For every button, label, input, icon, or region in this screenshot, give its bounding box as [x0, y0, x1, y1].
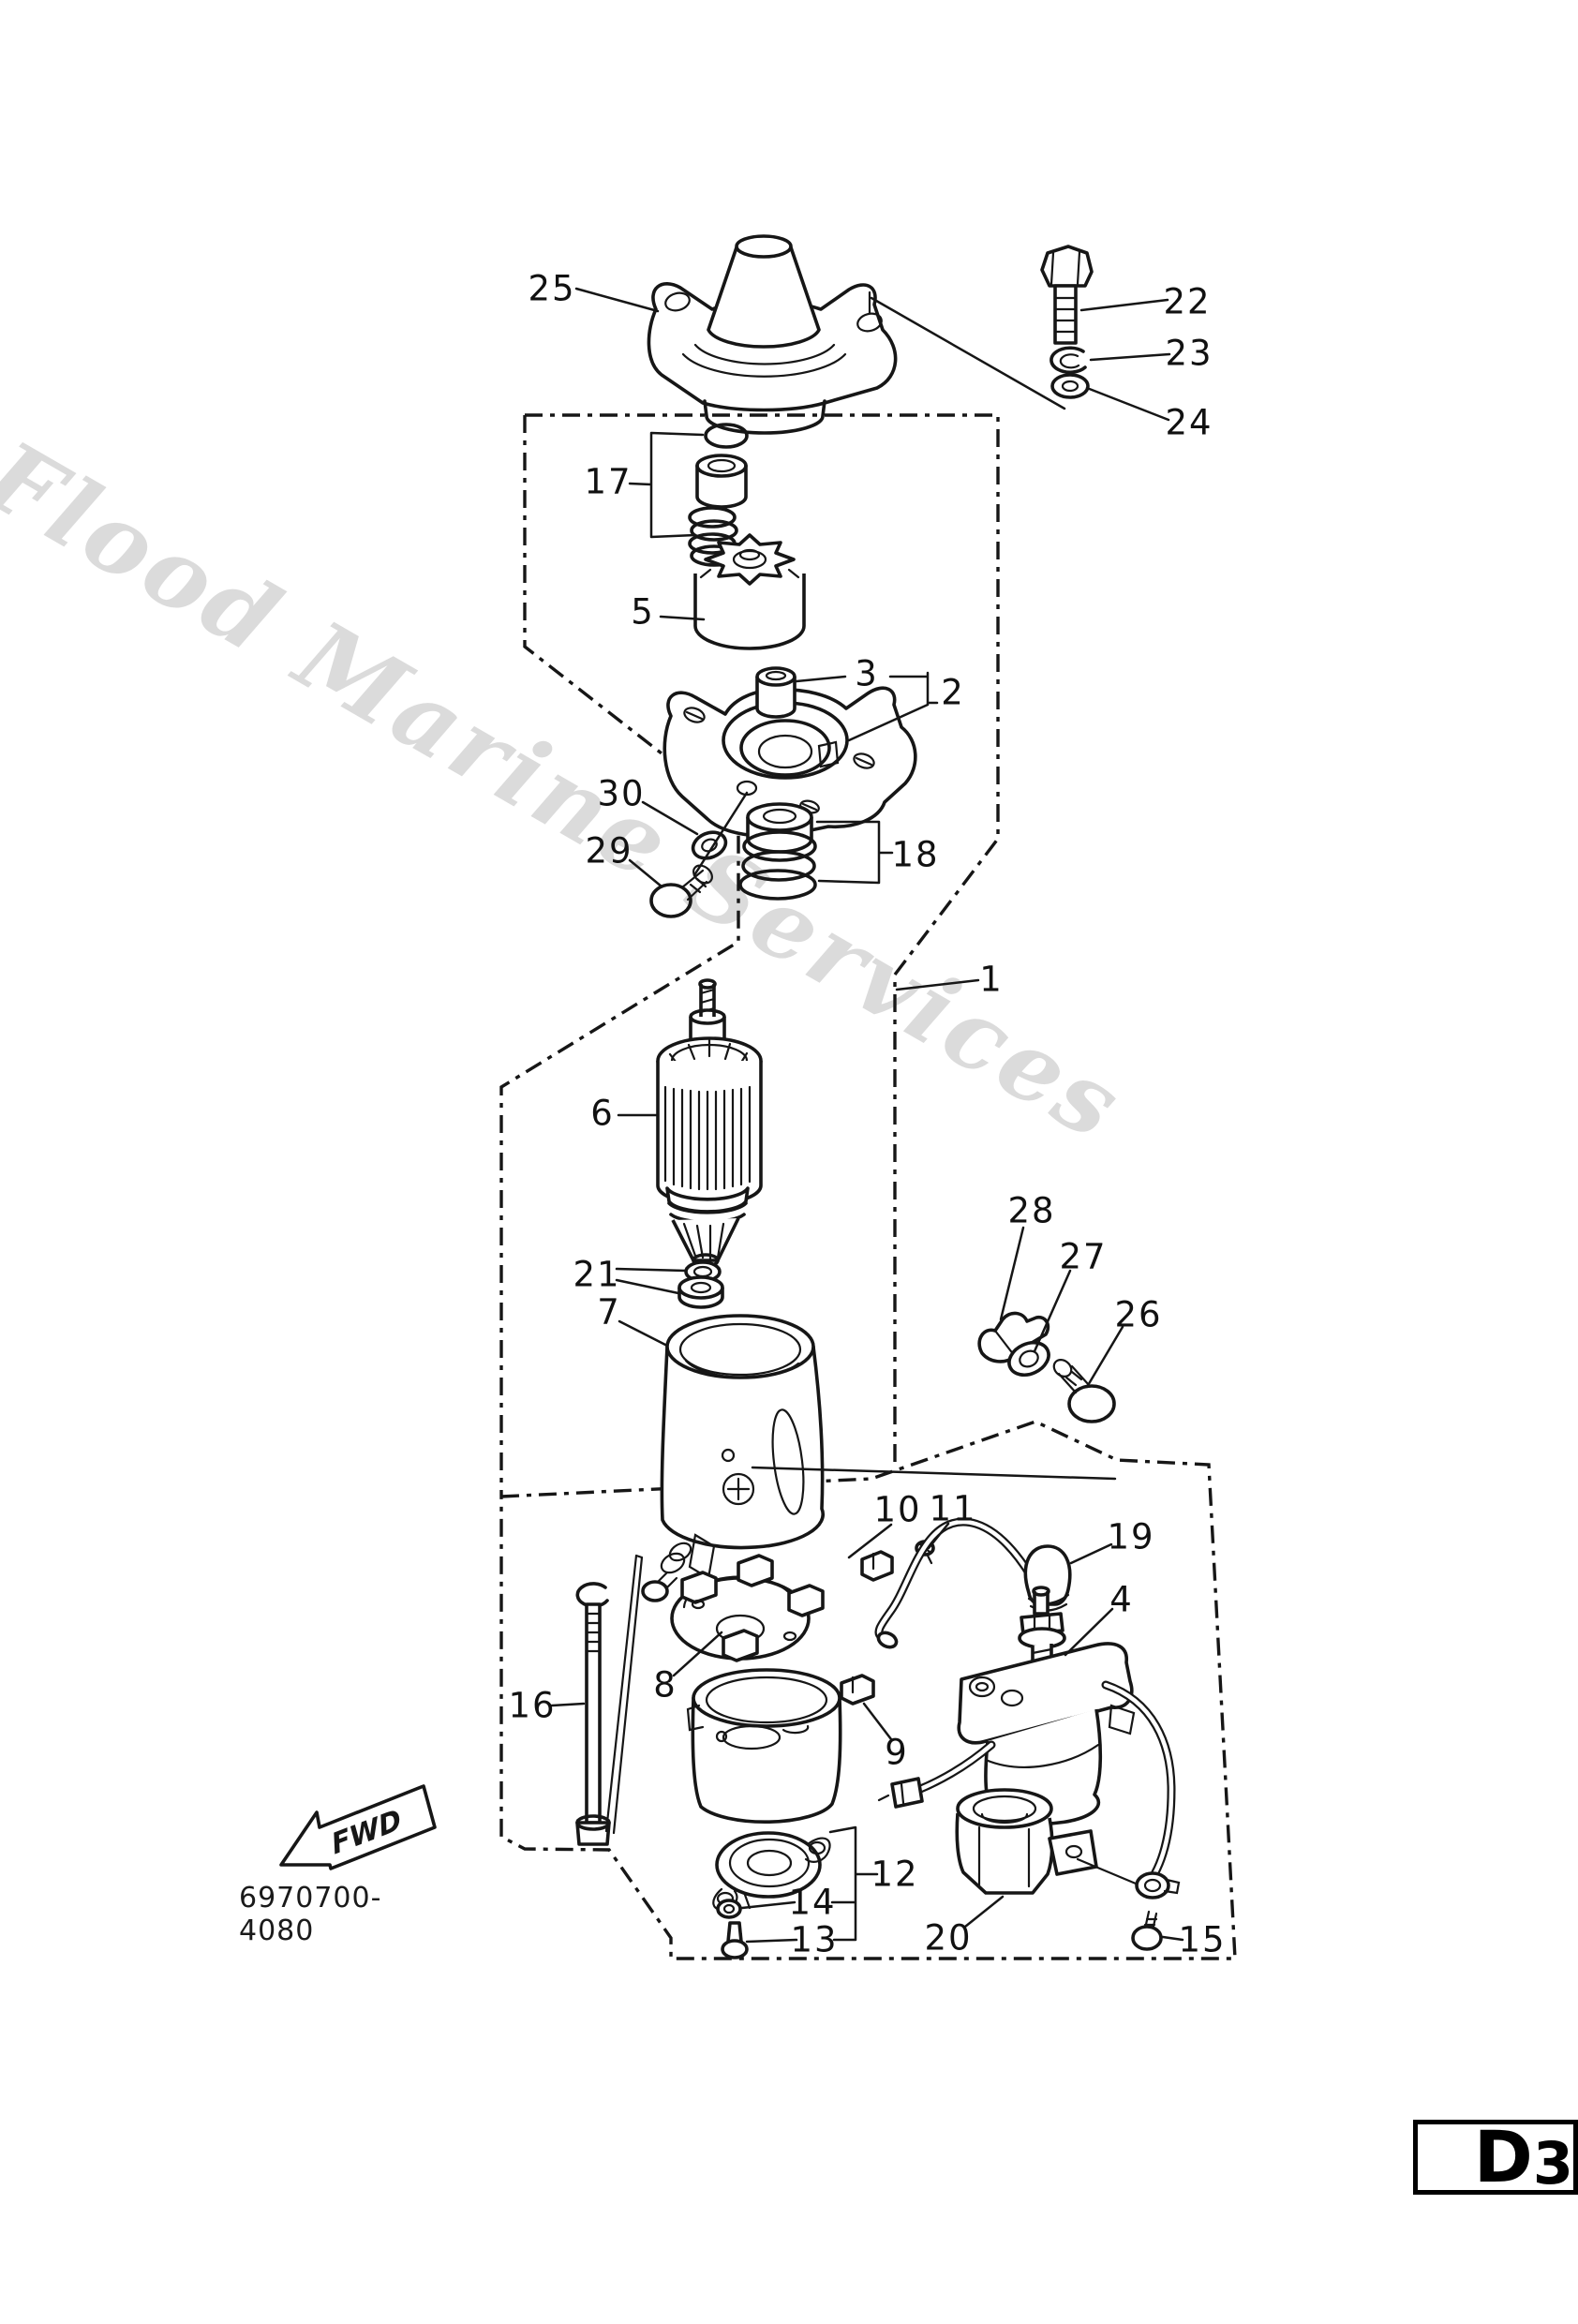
- part-29-screw: [649, 864, 713, 918]
- callout-3: 3: [855, 653, 879, 694]
- callout-19: 19: [1107, 1516, 1155, 1557]
- callout-14: 14: [788, 1882, 837, 1923]
- leader-sliver: [604, 1554, 644, 1835]
- page-code-tab: D 3: [1413, 2120, 1578, 2195]
- part-27-washer: [1007, 1340, 1050, 1378]
- lower-cover-cup: [686, 1668, 842, 1825]
- fwd-arrow: [279, 1784, 437, 1870]
- callout-15: 15: [1178, 1919, 1227, 1960]
- part-9-brush: [840, 1674, 875, 1706]
- part-21-washers: [677, 1260, 724, 1309]
- part-20-bracket-housing: [955, 1788, 1138, 1895]
- part-25-upper-bracket: [647, 234, 898, 435]
- part-15-screw: [1131, 1871, 1181, 1951]
- part-23-spring-washer: [1050, 346, 1087, 375]
- callout-13: 13: [790, 1919, 839, 1960]
- part-6-armature: [656, 978, 763, 1278]
- callout-11: 11: [929, 1488, 977, 1529]
- callout-18: 18: [891, 834, 940, 875]
- part-12-end-cap: [712, 1831, 831, 1912]
- part-13-screw: [721, 1921, 749, 1959]
- page-code-number: 3: [1532, 2129, 1573, 2195]
- part-5-pinion-gear: [693, 533, 806, 650]
- part-10-brush: [860, 1550, 894, 1582]
- callout-22: 22: [1163, 281, 1212, 322]
- callout-16: 16: [508, 1685, 557, 1726]
- callout-24: 24: [1165, 402, 1213, 443]
- part-18-rubber-mount: [738, 802, 817, 901]
- callout-8: 8: [653, 1664, 677, 1706]
- callout-2: 2: [941, 672, 965, 713]
- page-code-prefix: D: [1473, 2120, 1533, 2195]
- part-16-through-bolt: [575, 1582, 611, 1846]
- leader-lines: [550, 287, 1184, 1944]
- part-28-clip: [977, 1311, 1050, 1363]
- callout-28: 28: [1007, 1190, 1056, 1231]
- callout-29: 29: [585, 830, 633, 872]
- callout-30: 30: [597, 773, 646, 814]
- part-26-bolt: [1052, 1359, 1116, 1423]
- callout-25: 25: [528, 268, 576, 309]
- callout-27: 27: [1059, 1236, 1108, 1277]
- assembly-outline-boxes: [499, 413, 1237, 1960]
- part-22-bolt: [1040, 245, 1094, 345]
- part-3-collar: [755, 666, 796, 719]
- callout-6: 6: [590, 1093, 615, 1134]
- part-14-washer: [716, 1899, 742, 1919]
- callout-17: 17: [584, 461, 633, 502]
- callout-20: 20: [924, 1917, 973, 1959]
- callout-1: 1: [979, 959, 1004, 1000]
- callout-21: 21: [573, 1254, 621, 1295]
- callout-23: 23: [1165, 333, 1213, 374]
- callout-4: 4: [1109, 1579, 1134, 1620]
- part-8-brush-holder: [670, 1554, 825, 1662]
- drawing-number: 6970700-4080: [239, 1882, 382, 1947]
- callout-7: 7: [597, 1291, 621, 1333]
- part-7-yoke: [641, 1314, 826, 1602]
- callout-9: 9: [885, 1732, 909, 1773]
- callout-26: 26: [1114, 1294, 1163, 1335]
- part-24-washer: [1050, 373, 1090, 399]
- part-2-front-bracket: [662, 686, 917, 839]
- callout-5: 5: [631, 591, 655, 633]
- callout-12: 12: [871, 1854, 919, 1895]
- callout-10: 10: [873, 1489, 922, 1530]
